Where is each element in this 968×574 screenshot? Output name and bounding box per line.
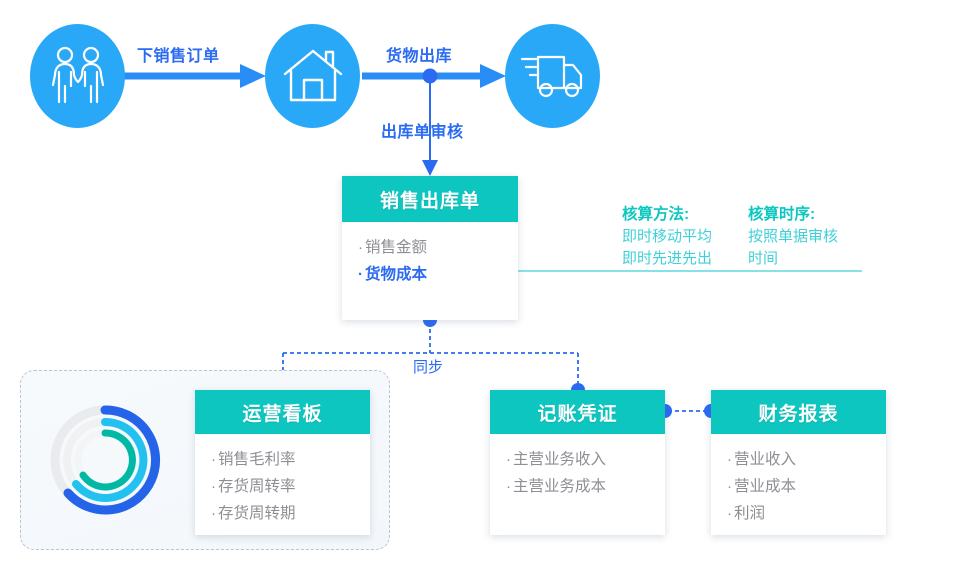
node-delivery[interactable] [505, 24, 600, 128]
label-order: 下销售订单 [137, 48, 220, 65]
bullet-icon: · [506, 451, 511, 468]
handshake-icon [48, 44, 108, 108]
list-item-label: 利润 [734, 505, 766, 522]
list-item: ·主营业务收入 [506, 446, 665, 473]
list-item-label: 销售金额 [365, 239, 428, 256]
label-sync: 同步 [413, 359, 444, 376]
card-title: 运营看板 [195, 390, 370, 434]
list-item: ·货物成本 [358, 261, 518, 288]
card-body: ·主营业务收入 ·主营业务成本 [490, 434, 665, 535]
list-item: ·存货周转期 [211, 500, 370, 527]
list-item: ·营业收入 [727, 446, 886, 473]
list-item: ·存货周转率 [211, 473, 370, 500]
bullet-icon: · [358, 266, 363, 283]
card-financial-report[interactable]: 财务报表 ·营业收入 ·营业成本 ·利润 [711, 390, 886, 535]
card-body: ·营业收入 ·营业成本 ·利润 [711, 434, 886, 535]
list-item: ·营业成本 [727, 473, 886, 500]
list-item: ·销售金额 [358, 234, 518, 261]
list-item-label: 营业成本 [734, 478, 797, 495]
list-item-label: 营业收入 [734, 451, 797, 468]
note-costing-timing: 核算时序: 按照单据审核 时间 [748, 204, 838, 270]
node-warehouse[interactable] [265, 24, 360, 128]
list-item: ·销售毛利率 [211, 446, 370, 473]
bullet-icon: · [727, 505, 732, 522]
list-item: ·利润 [727, 500, 886, 527]
note-line: 按照单据审核 [748, 228, 839, 245]
voucher-report-connector [658, 404, 718, 418]
note-line: 即时移动平均 [622, 228, 713, 245]
label-audit: 出库单审核 [381, 124, 464, 141]
donut-chart-icon [45, 400, 165, 520]
card-sales-outbound-order[interactable]: 销售出库单 ·销售金额 ·货物成本 [342, 176, 518, 320]
bullet-icon: · [211, 478, 216, 495]
list-item-label: 主营业务收入 [513, 451, 607, 468]
card-body: ·销售金额 ·货物成本 [342, 222, 518, 320]
bullet-icon: · [358, 239, 363, 256]
list-item-label: 销售毛利率 [218, 451, 296, 468]
label-shipment: 货物出库 [386, 48, 453, 65]
arrow-order [122, 64, 266, 88]
card-title: 财务报表 [711, 390, 886, 434]
bullet-icon: · [211, 451, 216, 468]
arrow-shipment [362, 64, 506, 88]
house-icon [282, 47, 344, 105]
note-costing-method: 核算方法: 即时移动平均 即时先进先出 [622, 204, 712, 270]
bullet-icon: · [211, 505, 216, 522]
list-item-label: 存货周转率 [218, 478, 296, 495]
list-item: ·主营业务成本 [506, 473, 665, 500]
list-item-label: 主营业务成本 [513, 478, 607, 495]
truck-icon [520, 50, 586, 102]
card-body: ·销售毛利率 ·存货周转率 ·存货周转期 [195, 434, 370, 535]
bullet-icon: · [506, 478, 511, 495]
note-line: 即时先进先出 [622, 250, 713, 267]
card-accounting-voucher[interactable]: 记账凭证 ·主营业务收入 ·主营业务成本 [490, 390, 665, 535]
list-item-label: 货物成本 [365, 266, 428, 283]
card-title: 记账凭证 [490, 390, 665, 434]
node-customer[interactable] [30, 24, 125, 128]
card-operations-dashboard[interactable]: 运营看板 ·销售毛利率 ·存货周转率 ·存货周转期 [195, 390, 370, 535]
note-title: 核算时序: [748, 206, 816, 223]
card-title: 销售出库单 [342, 176, 518, 222]
list-item-label: 存货周转期 [218, 505, 296, 522]
note-title: 核算方法: [622, 206, 690, 223]
bullet-icon: · [727, 478, 732, 495]
note-line: 时间 [748, 250, 779, 267]
bullet-icon: · [727, 451, 732, 468]
